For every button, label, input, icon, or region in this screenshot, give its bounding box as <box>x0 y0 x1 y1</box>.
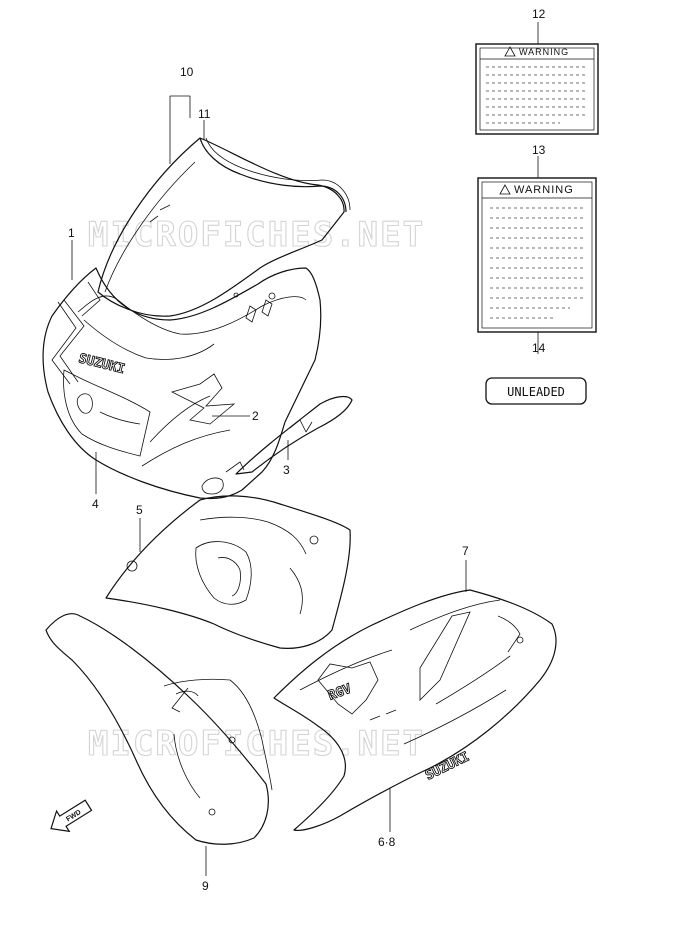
callout-3: 3 <box>283 463 290 477</box>
warning-label-large: WARNING <box>477 177 597 333</box>
leader-lines <box>71 22 539 876</box>
unleaded-label-text: UNLEADED <box>507 385 565 399</box>
callout-13: 13 <box>532 143 546 157</box>
callout-12: 12 <box>532 7 546 21</box>
callouts: 10 11 1 2 3 4 5 7 6·8 9 12 13 14 <box>68 7 546 893</box>
inner-cowling <box>105 495 351 649</box>
model-logo-decal: RGV <box>326 682 353 704</box>
callout-4: 4 <box>92 497 99 511</box>
brand-upper-decal: SUZUKI <box>77 351 126 377</box>
under-cowling-right: RGV SUZUKI <box>273 589 557 831</box>
warning-triangle-icon <box>499 184 511 195</box>
callout-14: 14 <box>532 341 546 355</box>
callout-10: 10 <box>180 65 194 79</box>
warning-label-small: WARNING <box>475 43 599 135</box>
under-cowling-left <box>45 613 273 845</box>
callout-6-8: 6·8 <box>378 835 396 849</box>
warning-label-large-title: WARNING <box>514 184 574 196</box>
callout-2: 2 <box>252 409 259 423</box>
callout-11: 11 <box>198 107 211 121</box>
upper-cowling: SUZUKI <box>42 137 351 500</box>
warning-label-small-title: WARNING <box>519 47 569 57</box>
fwd-arrow-icon: FWD <box>50 799 93 833</box>
warning-triangle-icon <box>504 46 516 57</box>
watermark-lower: MICROFICHES.NET <box>88 724 425 764</box>
side-stripe-panel <box>235 395 353 475</box>
callout-7: 7 <box>462 544 469 558</box>
watermark-upper: MICROFICHES.NET <box>88 215 425 255</box>
callout-5: 5 <box>136 503 143 517</box>
callout-9: 9 <box>202 879 209 893</box>
brand-lower-decal: SUZUKI <box>423 750 472 784</box>
unleaded-label: UNLEADED <box>485 377 587 405</box>
callout-1: 1 <box>68 226 75 240</box>
